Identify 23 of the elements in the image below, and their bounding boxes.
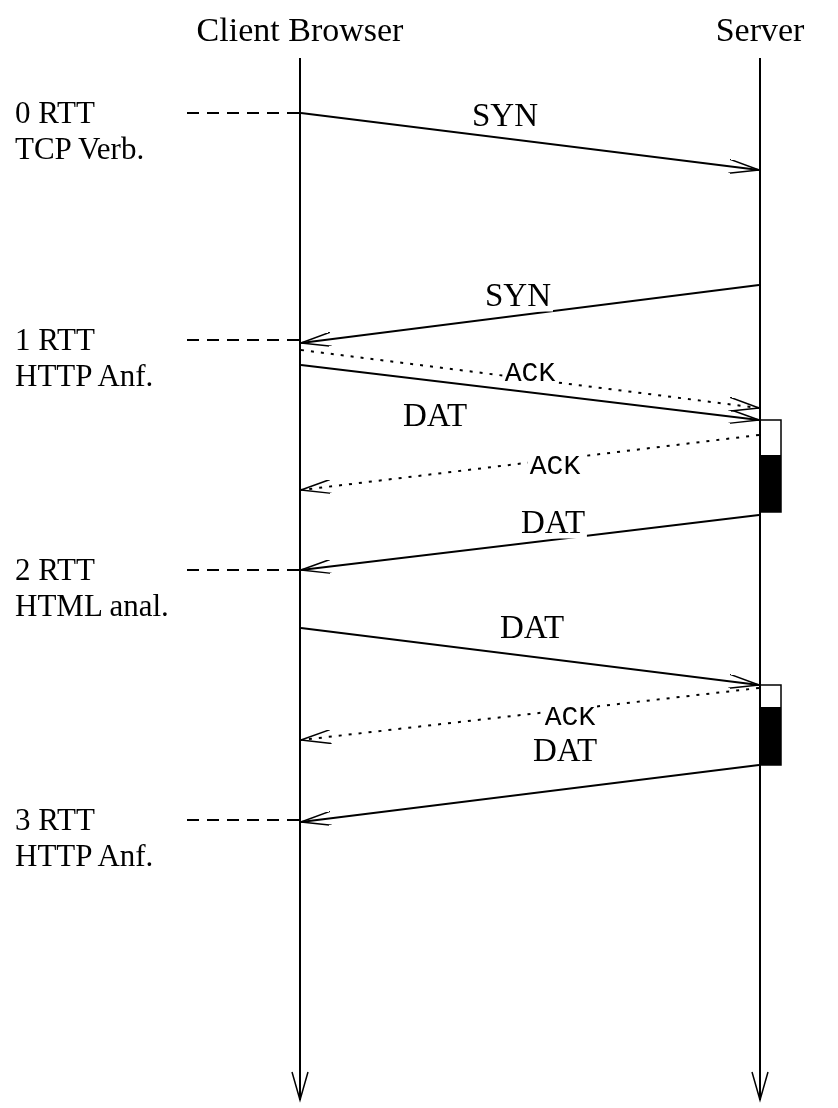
message-arrow bbox=[300, 514, 760, 575]
phase-label: HTML anal. bbox=[15, 588, 169, 624]
message-arrow bbox=[300, 284, 760, 347]
message-arrow bbox=[300, 687, 760, 745]
message-arrow bbox=[300, 364, 760, 425]
message-arrow bbox=[300, 434, 760, 495]
phase-label: HTTP Anf. bbox=[15, 358, 154, 394]
leader-line bbox=[186, 112, 300, 114]
phase-label: HTTP Anf. bbox=[15, 838, 154, 874]
message-arrow bbox=[300, 349, 760, 412]
time-label: 3 RTT bbox=[15, 802, 95, 838]
message-arrow bbox=[300, 627, 760, 689]
time-label: 1 RTT bbox=[15, 322, 95, 358]
phase-label: TCP Verb. bbox=[15, 131, 145, 167]
message-arrow bbox=[300, 112, 760, 174]
time-label: 2 RTT bbox=[15, 552, 95, 588]
lifeline-header: Client Browser bbox=[196, 10, 404, 50]
leader-line bbox=[186, 819, 300, 821]
message-arrow bbox=[300, 764, 760, 826]
leader-line bbox=[186, 339, 300, 341]
time-label: 0 RTT bbox=[15, 95, 95, 131]
leader-line bbox=[186, 569, 300, 571]
lifeline-header: Server bbox=[715, 10, 805, 50]
